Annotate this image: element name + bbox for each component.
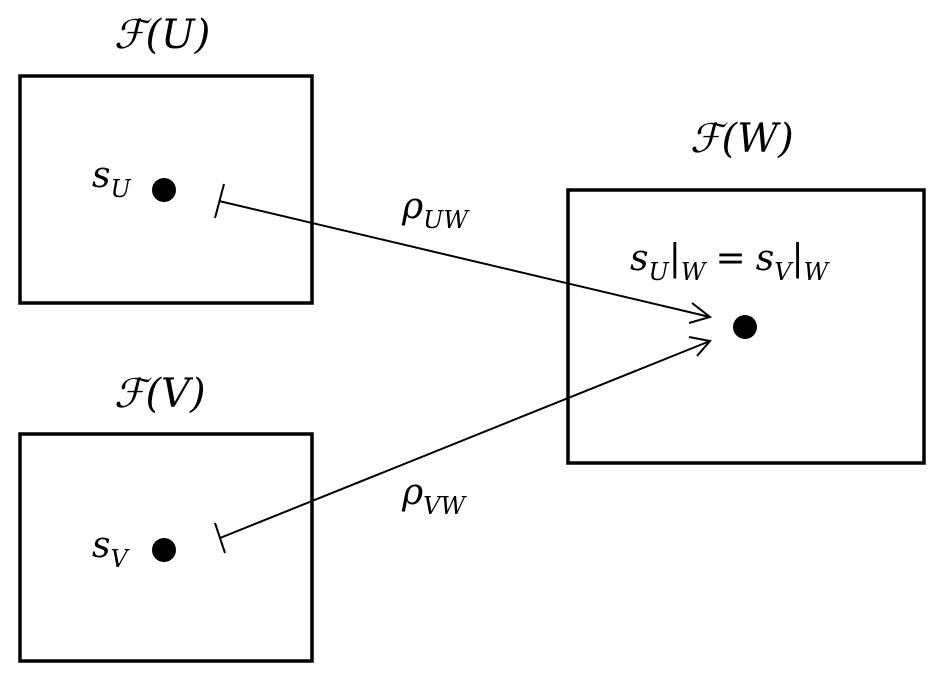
- mapsto-arrow-UW: [214, 183, 713, 324]
- map-label-rho-UW: ρUW: [401, 186, 470, 234]
- element-dot-s-V: [152, 538, 176, 562]
- arrow-shaft-VW: [219, 340, 711, 539]
- title-F-W: ℱ(W): [690, 116, 794, 162]
- element-dot-s-U: [152, 178, 176, 202]
- arrowhead-UW: [688, 302, 713, 324]
- title-F-U: ℱ(U): [114, 12, 210, 58]
- box-F-U: [18, 74, 314, 305]
- mapsto-arrow-VW: [214, 336, 712, 554]
- element-dot-restriction: [733, 315, 757, 339]
- arrowhead-VW: [688, 336, 712, 357]
- map-label-rho-VW: ρVW: [401, 472, 468, 520]
- box-F-W: [566, 188, 926, 465]
- arrow-shaft-UW: [218, 200, 711, 318]
- title-F-V: ℱ(V): [114, 371, 206, 417]
- element-label-s-U: sU: [92, 155, 131, 203]
- restriction-equality-label: sU|W=sV|W: [630, 238, 831, 286]
- box-F-V: [18, 432, 314, 663]
- element-label-s-V: sV: [92, 525, 130, 573]
